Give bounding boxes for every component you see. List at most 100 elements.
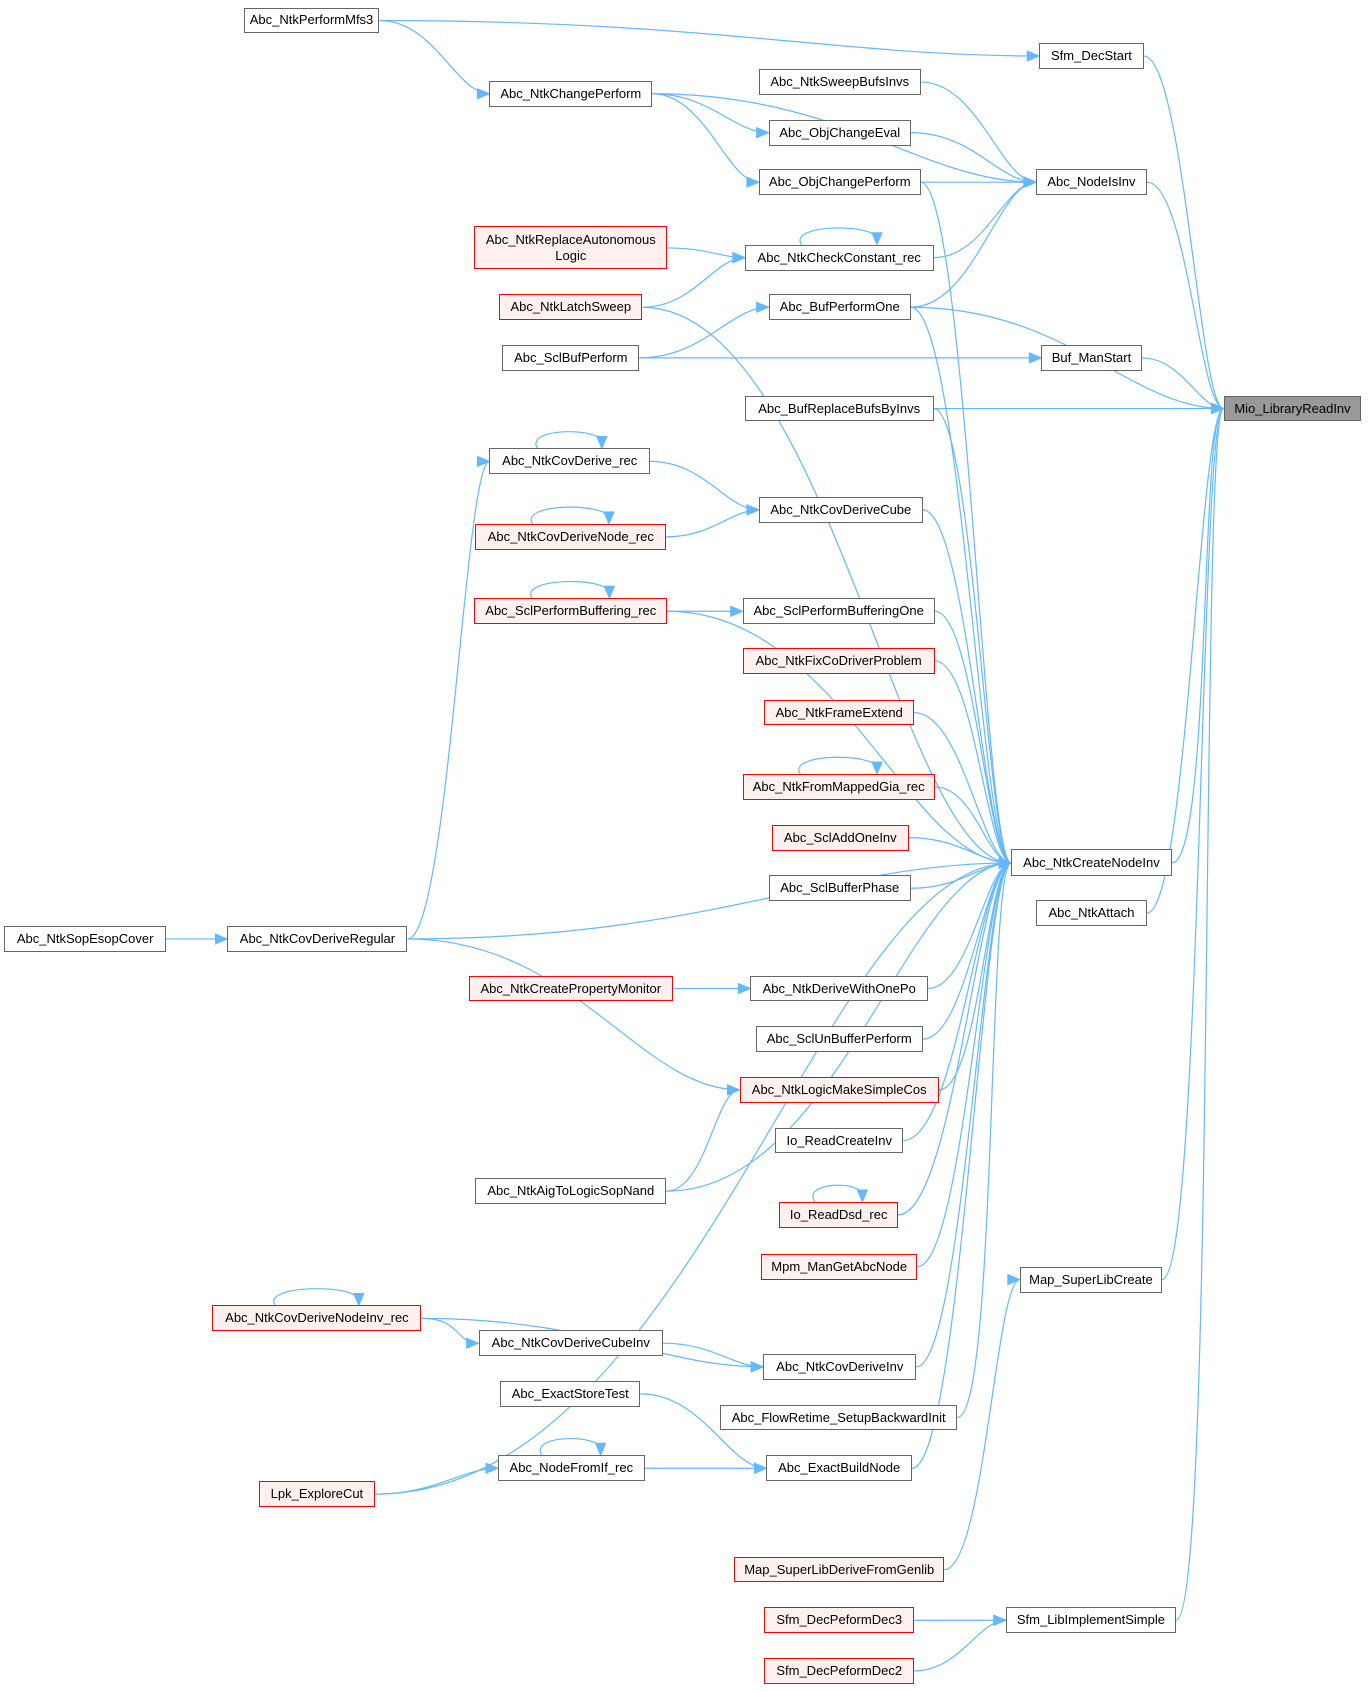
graph-node-abc-ntk-cov-derive-cube[interactable]: Abc_NtkCovDeriveCube: [758, 496, 923, 523]
graph-node-sfm-dec-peform-dec3[interactable]: Sfm_DecPeformDec3: [764, 1607, 915, 1634]
node-label: Abc_NtkSopEsopCover: [16, 930, 154, 946]
node-label: Abc_FlowRetime_SetupBackwardInit: [731, 1409, 946, 1425]
node-label: Abc_NtkCovDeriveNodeInv_rec: [225, 1310, 409, 1326]
edge-n2-to-n0: [1146, 181, 1224, 410]
node-label: Abc_SclAddOneInv: [783, 829, 897, 845]
node-label: Abc_NtkPerformMfs3: [249, 12, 374, 28]
graph-node-abc-scl-add-one-inv[interactable]: Abc_SclAddOneInv: [771, 824, 909, 851]
graph-node-abc-ntk-aig-to-logic-sop-nand[interactable]: Abc_NtkAigToLogicSopNand: [475, 1178, 667, 1205]
edge-arrowhead: [603, 511, 615, 526]
edge-n8-to-n0: [1161, 407, 1225, 1281]
graph-node-lpk-explore-cut[interactable]: Lpk_ExploreCut: [258, 1481, 376, 1508]
edge-n16-to-n16: [799, 227, 879, 246]
edge-arrowhead: [353, 1292, 365, 1307]
graph-node-abc-ntk-latch-sweep[interactable]: Abc_NtkLatchSweep: [499, 294, 643, 321]
edge-n18-to-n3: [639, 306, 769, 359]
edge-arrowhead: [1007, 1273, 1022, 1286]
graph-node-abc-scl-buffer-phase[interactable]: Abc_SclBufferPhase: [768, 875, 911, 902]
graph-node-abc-ntk-cov-derive-node-rec[interactable]: Abc_NtkCovDeriveNode_rec: [475, 523, 667, 550]
node-label: Abc_NtkCovDeriveCube: [770, 501, 912, 517]
graph-node-abc-flow-retime-setup-backward-init[interactable]: Abc_FlowRetime_SetupBackwardInit: [720, 1404, 958, 1431]
graph-node-abc-node-from-if-rec[interactable]: Abc_NodeFromIf_rec: [498, 1455, 645, 1482]
graph-node-abc-ntk-perform-mfs3[interactable]: Abc_NtkPerformMfs3: [243, 7, 380, 34]
edge-arrowhead: [1026, 50, 1041, 62]
graph-node-abc-ntk-sop-esop-cover[interactable]: Abc_NtkSopEsopCover: [4, 926, 166, 952]
edge-arrowhead: [727, 1084, 741, 1096]
node-label: Abc_NtkLatchSweep: [510, 299, 632, 315]
edge-n21-to-n20: [666, 509, 759, 538]
graph-node-abc-ntk-attach[interactable]: Abc_NtkAttach: [1035, 900, 1147, 926]
graph-node-abc-ntk-derive-with-one-po[interactable]: Abc_NtkDeriveWithOnePo: [750, 975, 929, 1002]
graph-node-sfm-dec-peform-dec2[interactable]: Sfm_DecPeformDec2: [764, 1657, 915, 1684]
edge-n37-to-n6: [897, 862, 1012, 1216]
graph-node-abc-ntk-create-property-monitor[interactable]: Abc_NtkCreatePropertyMonitor: [468, 975, 673, 1002]
edge-arrowhead: [1211, 402, 1225, 415]
edge-arrowhead: [998, 857, 1013, 869]
edge-n36-to-n34: [666, 1089, 740, 1192]
graph-node-abc-ntk-create-node-inv[interactable]: Abc_NtkCreateNodeInv: [1011, 849, 1172, 877]
edge-arrowhead: [756, 301, 770, 313]
edge-arrowhead: [466, 1337, 480, 1349]
graph-node-abc-scl-perform-buffering-one[interactable]: Abc_SclPerformBufferingOne: [742, 598, 935, 625]
node-label: Abc_SclBufferPhase: [780, 880, 900, 896]
graph-node-abc-ntk-change-perform[interactable]: Abc_NtkChangePerform: [489, 80, 653, 107]
graph-node-abc-ntk-cov-derive-node-inv-rec[interactable]: Abc_NtkCovDeriveNodeInv_rec: [212, 1305, 422, 1332]
node-label: Io_ReadDsd_rec: [789, 1206, 888, 1222]
graph-node-mpm-man-get-abc-node[interactable]: Mpm_ManGetAbcNode: [761, 1253, 918, 1280]
graph-node-abc-ntk-from-mapped-gia-rec[interactable]: Abc_NtkFromMappedGia_rec: [742, 774, 935, 800]
edge-n34-to-n6: [938, 862, 1012, 1091]
edge-arrowhead: [476, 88, 491, 100]
graph-node-sfm-dec-start[interactable]: Sfm_DecStart: [1039, 43, 1144, 69]
graph-node-abc-ntk-cov-derive-inv[interactable]: Abc_NtkCovDeriveInv: [763, 1353, 917, 1380]
edge-n30-to-n19: [407, 460, 490, 940]
graph-node-abc-scl-buf-perform[interactable]: Abc_SclBufPerform: [502, 344, 640, 371]
edge-arrowhead: [856, 1189, 869, 1204]
edge-arrowhead: [746, 504, 761, 516]
graph-node-abc-ntk-logic-make-simple-cos[interactable]: Abc_NtkLogicMakeSimpleCos: [739, 1076, 939, 1103]
edge-n7-to-n0: [1146, 407, 1225, 914]
graph-node-abc-ntk-cov-derive-regular[interactable]: Abc_NtkCovDeriveRegular: [227, 926, 408, 952]
edge-n1-to-n0: [1143, 55, 1224, 410]
graph-node-io-read-dsd-rec[interactable]: Io_ReadDsd_rec: [779, 1201, 898, 1228]
graph-node-map-super-lib-derive-from-genlib[interactable]: Map_SuperLibDeriveFromGenlib: [734, 1556, 945, 1583]
node-label: Map_SuperLibDeriveFromGenlib: [744, 1561, 935, 1577]
graph-node-abc-ntk-cov-derive-cube-inv[interactable]: Abc_NtkCovDeriveCubeInv: [478, 1330, 663, 1357]
graph-node-abc-buf-replace-bufs-by-invs[interactable]: Abc_BufReplaceBufsByInvs: [744, 395, 934, 422]
edge-arrowhead: [594, 1442, 607, 1457]
node-label: Abc_NtkDeriveWithOnePo: [762, 980, 916, 996]
graph-node-abc-exact-store-test[interactable]: Abc_ExactStoreTest: [500, 1380, 641, 1407]
graph-node-abc-buf-perform-one[interactable]: Abc_BufPerformOne: [768, 294, 911, 321]
graph-node-abc-scl-un-buffer-perform[interactable]: Abc_SclUnBufferPerform: [755, 1026, 923, 1053]
edge-arrowhead: [1023, 176, 1038, 188]
graph-node-abc-scl-perform-buffering-rec[interactable]: Abc_SclPerformBuffering_rec: [474, 598, 668, 625]
graph-node-sfm-lib-implement-simple[interactable]: Sfm_LibImplementSimple: [1005, 1607, 1177, 1634]
edge-arrowhead: [730, 605, 745, 617]
node-label: Mpm_ManGetAbcNode: [771, 1258, 908, 1274]
edge-n6-to-n0: [1171, 407, 1225, 864]
edge-n35-to-n6: [903, 862, 1012, 1142]
graph-node-map-super-lib-create[interactable]: Map_SuperLibCreate: [1019, 1266, 1163, 1293]
graph-node-abc-obj-change-perform[interactable]: Abc_ObjChangePerform: [758, 169, 921, 196]
graph-node-abc-ntk-check-constant-rec[interactable]: Abc_NtkCheckConstant_rec: [744, 244, 934, 271]
graph-node-abc-obj-change-eval[interactable]: Abc_ObjChangeEval: [768, 119, 911, 146]
edge-n22-to-n22: [530, 580, 611, 599]
edge-arrowhead: [603, 585, 616, 600]
graph-node-abc-ntk-replace-autonomous-logic[interactable]: Abc_NtkReplaceAutonomous Logic: [474, 226, 668, 270]
graph-node-buf-man-start[interactable]: Buf_ManStart: [1041, 344, 1142, 371]
node-label: Abc_ObjChangeEval: [779, 124, 901, 140]
graph-node-abc-node-is-inv[interactable]: Abc_NodeIsInv: [1035, 169, 1147, 196]
graph-node-abc-ntk-fix-co-driver-problem[interactable]: Abc_NtkFixCoDriverProblem: [742, 647, 935, 674]
edge-n30-to-n34: [407, 938, 740, 1091]
node-label: Abc_NtkCovDeriveRegular: [239, 930, 396, 946]
node-label: Sfm_DecPeformDec3: [776, 1612, 903, 1628]
graph-node-abc-ntk-frame-extend[interactable]: Abc_NtkFrameExtend: [764, 699, 915, 726]
edge-n24-to-n6: [934, 660, 1012, 864]
node-label: Mio_LibraryReadInv: [1234, 400, 1351, 416]
graph-node-abc-exact-build-node[interactable]: Abc_ExactBuildNode: [766, 1455, 912, 1482]
edge-arrowhead: [871, 761, 883, 776]
edge-n39-to-n39: [273, 1288, 360, 1306]
node-label: Abc_NodeFromIf_rec: [509, 1460, 634, 1476]
graph-node-abc-ntk-cov-derive-rec[interactable]: Abc_NtkCovDerive_rec: [489, 448, 651, 475]
graph-node-abc-ntk-sweep-bufs-invs[interactable]: Abc_NtkSweepBufsInvs: [758, 68, 921, 95]
graph-node-io-read-create-inv[interactable]: Io_ReadCreateInv: [775, 1127, 904, 1154]
